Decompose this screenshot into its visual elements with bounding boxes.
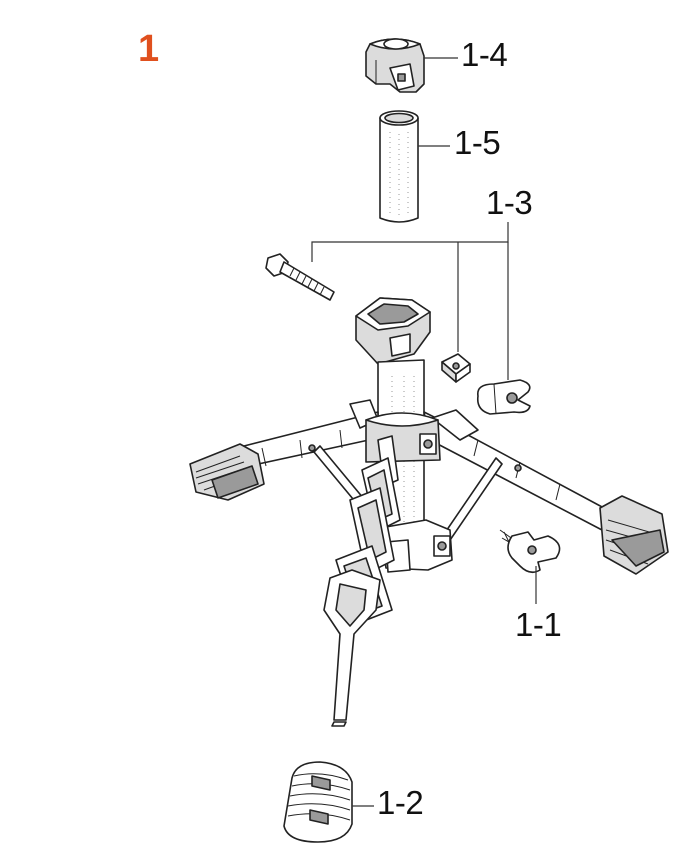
part-label-1-4: 1-4: [461, 36, 508, 73]
part-label-1-1: 1-1: [515, 606, 562, 643]
collar-clamp: [365, 412, 441, 463]
bolt-part: [265, 253, 335, 301]
square-nut-part: [441, 353, 471, 383]
leg-right: [423, 409, 669, 575]
part-label-1-5: 1-5: [454, 124, 501, 161]
leader-1-3: [311, 222, 509, 380]
step-number: 1: [138, 28, 160, 70]
part-label-1-2: 1-2: [377, 784, 424, 821]
wing-nut-upper: [476, 379, 531, 415]
pull-rod: [323, 569, 381, 727]
clamp-part: [365, 38, 425, 93]
rubber-tip-part: [283, 761, 353, 843]
wing-nut-lower: [499, 529, 561, 574]
part-label-1-3: 1-3: [486, 184, 533, 221]
tube-part: [379, 110, 419, 223]
top-socket: [355, 297, 431, 365]
